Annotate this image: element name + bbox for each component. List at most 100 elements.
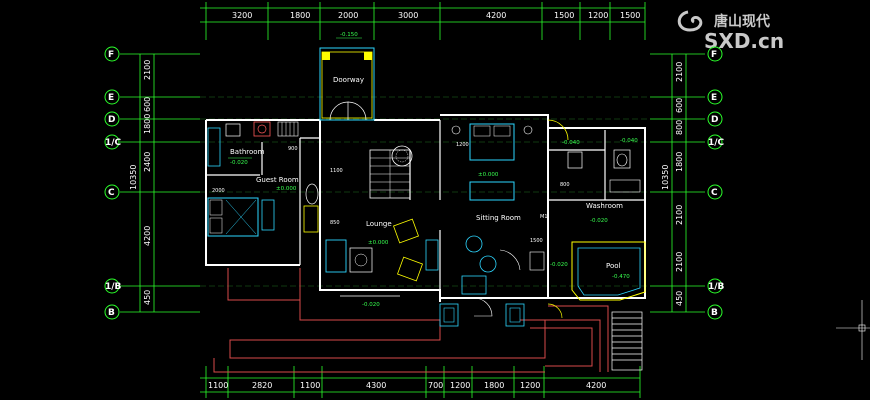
lounge-armchair-2 <box>397 256 423 282</box>
guest-room: Guest Room ±0.000 2000 900 <box>207 146 319 237</box>
left-dimension-labels: 2100 600 1800 2400 4200 450 10350 <box>129 60 152 305</box>
lounge: Lounge ±0.000 -0.020 850 1100 <box>325 145 439 308</box>
lounge-side-table <box>425 239 439 271</box>
lounge-bottom-level: -0.020 <box>362 302 380 308</box>
washroom-level: -0.020 <box>590 218 608 224</box>
guest-cabinet <box>303 205 319 233</box>
right-axis-bubbles: F E D 1/C C 1/B B <box>707 46 725 320</box>
svg-text:C: C <box>711 188 718 198</box>
svg-text:1/B: 1/B <box>105 282 122 292</box>
left-dim-1: 2100 <box>143 60 152 80</box>
bathtub <box>207 127 221 167</box>
washbasin <box>225 123 241 137</box>
top-dim-8: 1500 <box>620 11 640 20</box>
svg-text:1/C: 1/C <box>708 138 725 148</box>
lounge-label: Lounge <box>366 220 392 228</box>
pool-inner <box>577 247 641 296</box>
left-dimension-chain <box>120 53 200 313</box>
svg-text:E: E <box>108 93 114 103</box>
watermark-cn-text: 唐山现代 <box>714 13 770 30</box>
pool-area: Pool -0.470 -0.020 <box>529 241 646 301</box>
svg-text:1/B: 1/B <box>708 282 725 292</box>
top-dimension-labels: 3200 1800 2000 3000 4200 1500 1200 1500 <box>232 11 640 20</box>
axis-bubble-F-right: F <box>707 46 723 62</box>
right-dim-5: 2100 <box>675 205 684 225</box>
bottom-dimension-labels: 1100 2820 1100 4300 700 1200 1800 1200 4… <box>208 381 606 390</box>
axis-bubble-D-right: D <box>707 111 723 127</box>
right-dim-2: 600 <box>675 98 684 113</box>
sitting-chair-2 <box>479 255 497 273</box>
axis-grid-lines <box>200 96 650 287</box>
washroom: -0.040 -0.040 Washroom -0.020 800 <box>547 119 641 224</box>
bottom-dim-1: 1100 <box>208 381 228 390</box>
axis-bubble-C-right: C <box>707 184 723 200</box>
bathroom: Bathroom -0.020 <box>207 121 299 167</box>
watermark-domain-text: SXD.cn <box>704 29 784 53</box>
porch-column-right <box>364 52 372 60</box>
right-dim-4: 1800 <box>675 152 684 172</box>
top-dim-3: 2000 <box>338 11 358 20</box>
top-dim-7: 1200 <box>588 11 608 20</box>
pool-outline <box>571 241 646 301</box>
right-dimension-labels: 2100 600 800 1800 2100 2100 450 10350 <box>661 62 684 306</box>
left-dim-5: 4200 <box>143 226 152 246</box>
sitting-dim-a: 1200 <box>456 142 469 148</box>
wash-basin-left <box>567 151 583 169</box>
axis-bubble-1C-right: 1/C <box>707 134 725 150</box>
exterior-walls <box>205 114 646 302</box>
bathroom-level: -0.020 <box>230 160 248 166</box>
bottom-dim-6: 1200 <box>450 381 470 390</box>
guest-dim-b: 900 <box>288 146 298 152</box>
left-dim-6: 450 <box>143 290 152 305</box>
top-dim-4: 3000 <box>398 11 418 20</box>
guest-dim-a: 2000 <box>212 188 225 194</box>
washroom-label: Washroom <box>586 202 623 210</box>
interior-walls <box>206 120 645 298</box>
lounge-dim-a: 850 <box>330 220 340 226</box>
pool-shower <box>529 251 545 271</box>
guest-room-label: Guest Room <box>256 176 299 184</box>
axis-bubble-E-right: E <box>707 89 723 105</box>
washroom-door-swing <box>547 119 569 141</box>
left-dim-4: 2400 <box>143 152 152 172</box>
bottom-dim-5: 700 <box>428 381 443 390</box>
top-dim-5: 4200 <box>486 11 506 20</box>
lounge-sofa <box>325 239 347 273</box>
bottom-dim-3: 1100 <box>300 381 320 390</box>
left-axis-bubbles: F E D 1/C C 1/B B <box>104 46 122 320</box>
svg-text:B: B <box>108 308 115 318</box>
svg-text:F: F <box>108 50 114 60</box>
right-total-dim: 10350 <box>661 165 670 190</box>
right-dim-1: 2100 <box>675 62 684 82</box>
bottom-dim-4: 4300 <box>366 381 386 390</box>
doorway-level: -0.150 <box>340 32 358 38</box>
entry-door-left <box>329 101 349 121</box>
exterior-stair <box>611 311 643 371</box>
toilet <box>613 149 631 169</box>
stair-hatch <box>277 121 299 137</box>
axis-bubble-1B-right: 1/B <box>707 278 725 294</box>
bottom-dim-2: 2820 <box>252 381 272 390</box>
axis-bubble-1C-left: 1/C <box>104 134 122 150</box>
lounge-dim-b: 1100 <box>330 168 343 174</box>
right-dim-6: 2100 <box>675 252 684 272</box>
axis-bubble-B-left: B <box>104 304 120 320</box>
sitting-room-level: ±0.000 <box>478 172 499 178</box>
guest-wardrobe <box>261 199 275 231</box>
sitting-room-label: Sitting Room <box>476 214 521 222</box>
front-door-swing <box>473 297 493 317</box>
top-dim-2: 1800 <box>290 11 310 20</box>
axis-bubble-B-right: B <box>707 304 723 320</box>
left-dim-3: 1800 <box>143 114 152 134</box>
logo-swirl-icon <box>677 10 703 32</box>
right-dim-7: 450 <box>675 291 684 306</box>
left-dim-2: 600 <box>143 97 152 112</box>
lounge-armchair-1 <box>393 218 419 244</box>
sitting-door-tag: M1 <box>540 214 548 220</box>
axis-bubble-F-left: F <box>104 46 120 62</box>
wash-left-level: -0.040 <box>562 140 580 146</box>
guest-chair <box>305 183 319 205</box>
svg-text:1/C: 1/C <box>105 138 122 148</box>
master-bed <box>469 123 515 161</box>
